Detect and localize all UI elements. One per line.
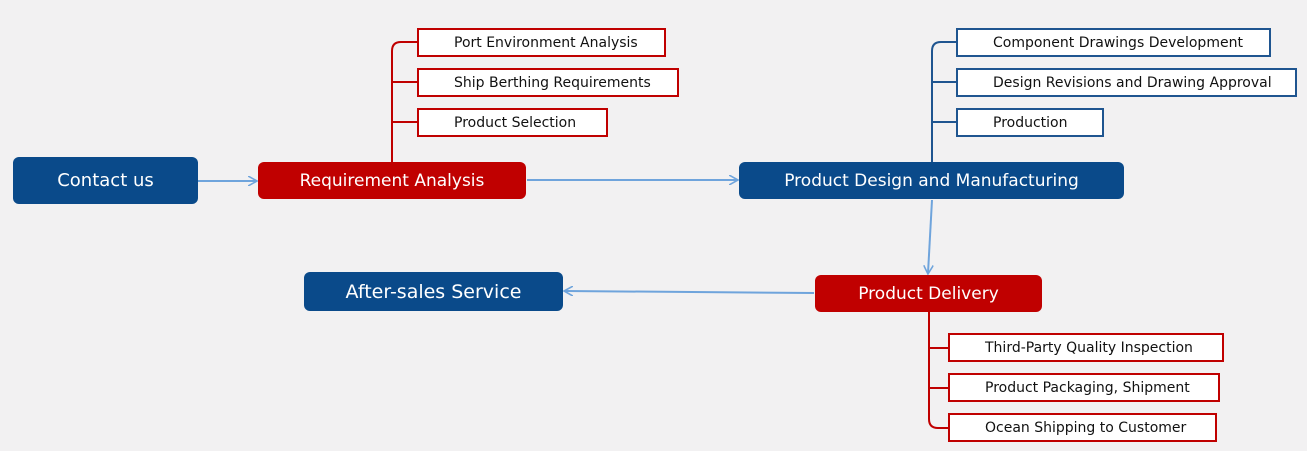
sub-item-component-drawings: Component Drawings Development [956, 28, 1271, 57]
requirement-analysis-node: Requirement Analysis [258, 162, 526, 199]
sub-item-packaging-shipment: Product Packaging, Shipment [948, 373, 1220, 402]
sub-item-quality-inspection: Third-Party Quality Inspection [948, 333, 1224, 362]
delivery-branches [928, 312, 949, 429]
sub-item-ocean-shipping: Ocean Shipping to Customer [948, 413, 1217, 442]
after-sales-node: After-sales Service [304, 272, 563, 311]
product-design-node: Product Design and Manufacturing [739, 162, 1124, 199]
design-branches [931, 41, 958, 162]
arrow-design-to-delivery [928, 199, 932, 273]
product-delivery-node: Product Delivery [815, 275, 1042, 312]
sub-item-product-selection: Product Selection [417, 108, 608, 137]
sub-item-production: Production [956, 108, 1104, 137]
sub-item-design-revisions: Design Revisions and Drawing Approval [956, 68, 1297, 97]
contact-us-node: Contact us [13, 157, 198, 204]
requirement-branches [391, 41, 418, 162]
sub-item-ship-berthing: Ship Berthing Requirements [417, 68, 679, 97]
sub-item-port-environment: Port Environment Analysis [417, 28, 666, 57]
arrow-delivery-to-after-sales [565, 291, 815, 293]
